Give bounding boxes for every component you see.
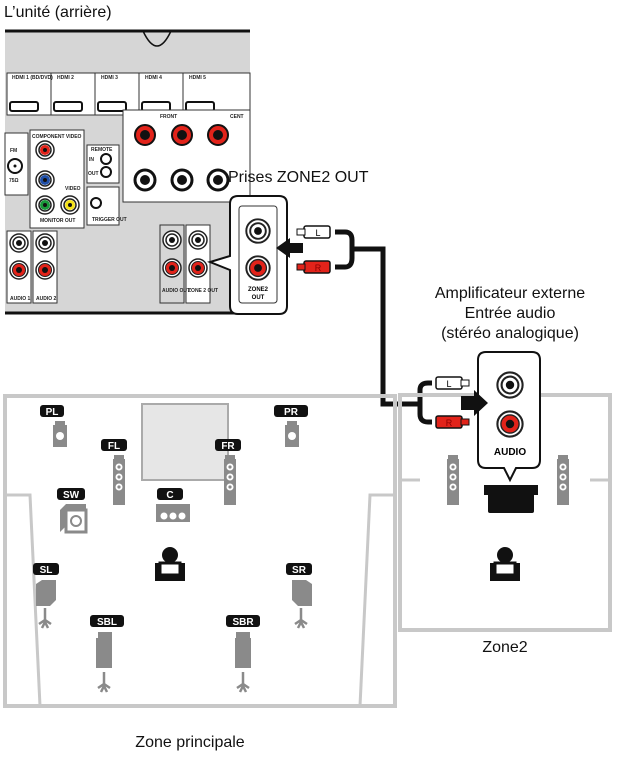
monitor-out-label: MONITOR OUT — [40, 218, 75, 224]
plug-l-label: L — [315, 228, 320, 238]
audio1-label: AUDIO 1 — [10, 296, 31, 302]
speaker-fl-label: FL — [108, 441, 120, 452]
hdmi2-label: HDMI 2 — [57, 75, 74, 81]
audio2-label: AUDIO 2 — [36, 296, 57, 302]
remote-in-label: IN — [89, 157, 94, 163]
hdmi4-label: HDMI 4 — [145, 75, 162, 81]
component-label: COMPONENT VIDEO — [32, 134, 82, 140]
zone2-caption: Zone2 — [482, 639, 527, 656]
tv-icon — [141, 403, 229, 481]
zone2-room — [398, 393, 612, 632]
video-label: VIDEO — [65, 186, 81, 192]
remote-out-label: OUT — [88, 171, 99, 177]
front-label: FRONT — [160, 114, 177, 120]
speaker-sw-label: SW — [63, 490, 80, 501]
fm-ohm-label: 75Ω — [9, 178, 19, 184]
hdmi1-label: HDMI 1 (BD/DVD) — [12, 75, 53, 81]
arrow-icon — [461, 390, 488, 416]
amp-title-line2: Entrée audio — [465, 305, 556, 322]
trigger-label: TRIGGER OUT — [92, 217, 127, 223]
hdmi5-label: HDMI 5 — [189, 75, 206, 81]
zone2-label: ZONE2 — [248, 287, 269, 293]
hdmi-ports: HDMI 1 (BD/DVD) HDMI 2 HDMI 3 HDMI 4 HDM… — [6, 72, 251, 116]
speaker-sbr-label: SBR — [232, 617, 254, 628]
amp-input-callout: AUDIO — [461, 351, 541, 483]
plug-r-label: R — [315, 263, 322, 273]
speaker-terminals — [133, 124, 230, 192]
amplifier-icon — [488, 493, 534, 513]
speaker-sr-label: SR — [292, 565, 307, 576]
speaker-fr-label: FR — [221, 441, 235, 452]
main-zone-caption: Zone principale — [135, 734, 245, 751]
audio-out-label: AUDIO OUT — [162, 288, 190, 294]
speaker-c-label: C — [166, 490, 173, 501]
remote-label: REMOTE — [91, 147, 113, 153]
speaker-sbl-label: SBL — [97, 617, 117, 628]
out-label: OUT — [252, 295, 265, 301]
unit-title: L’unité (arrière) — [4, 4, 112, 21]
zone2-jack-title: Prises ZONE2 OUT — [228, 169, 369, 186]
audio-label: AUDIO — [494, 447, 526, 458]
receiver-rear-panel: HDMI 1 (BD/DVD) HDMI 2 HDMI 3 HDMI 4 HDM… — [4, 29, 251, 315]
amp-title-line3: (stéréo analogique) — [441, 325, 579, 342]
speaker-pl-label: PL — [46, 407, 59, 418]
main-zone-room — [3, 394, 397, 708]
zone2-out-label: ZONE 2 OUT — [188, 288, 218, 294]
speaker-pr-label: PR — [284, 407, 299, 418]
speakers: PL PR FL FR SW C SL SR SBL SBR — [33, 405, 312, 694]
center-label: CENT — [230, 114, 244, 120]
amp-plug-r-label: R — [446, 418, 453, 428]
zone2-out-callout: ZONE2 OUT — [206, 195, 303, 315]
speaker-sl-label: SL — [40, 565, 53, 576]
amp-plug-l-label: L — [446, 379, 451, 389]
fm-label: FM — [10, 148, 17, 154]
arrow-icon — [276, 238, 303, 258]
amp-title-line1: Amplificateur externe — [435, 285, 585, 302]
hdmi3-label: HDMI 3 — [101, 75, 118, 81]
stereo-rca-cable: L R L R — [296, 225, 470, 429]
